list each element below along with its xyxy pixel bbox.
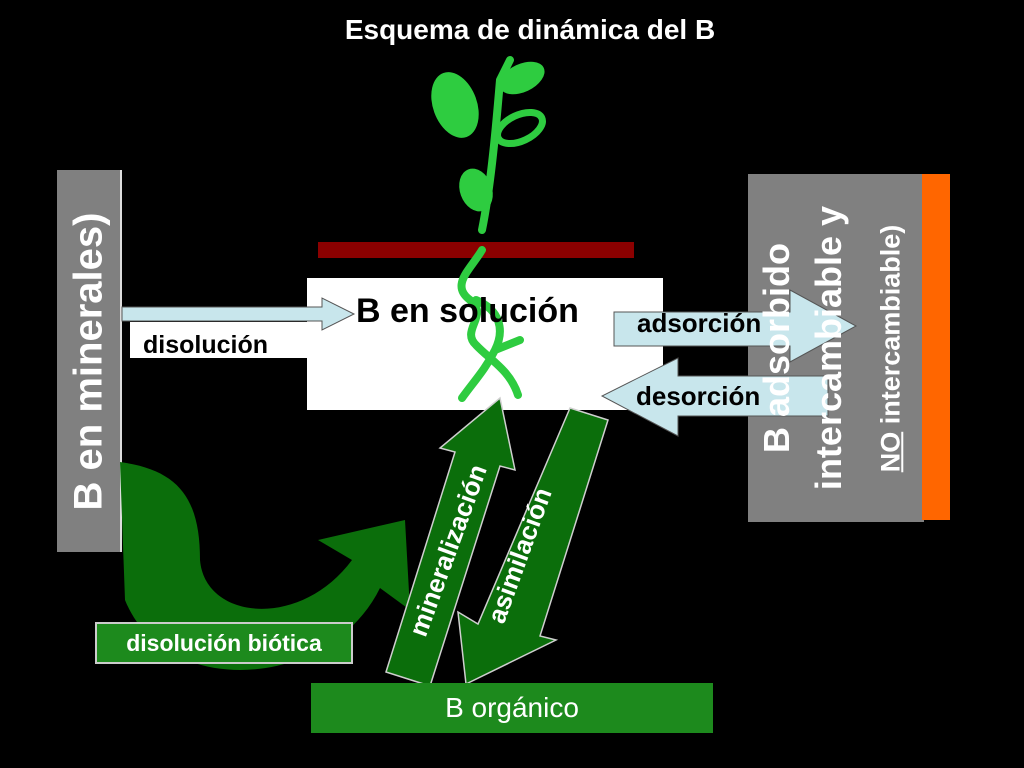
adsorbed-label-line3-rest: intercambiable) (875, 224, 906, 432)
assimilation-label: asimilación (481, 483, 558, 627)
biotic-dissolution-box (95, 622, 353, 664)
solution-label: B en solución (356, 292, 579, 330)
plant-leaf (494, 108, 546, 148)
assimilation-arrow (457, 407, 609, 686)
solution-box (307, 278, 663, 410)
dissolution-label: disolución (143, 331, 268, 359)
organic-label: B orgánico (445, 692, 579, 723)
adsorbed-label-line1: B adsorbido (756, 242, 798, 454)
minerals-box (57, 170, 122, 552)
desorption-arrow (600, 357, 829, 437)
mineralization-arrow (385, 396, 516, 687)
plant-stem (478, 56, 514, 234)
plant-leaf (499, 61, 545, 95)
biotic-dissolution-label: disolución biótica (126, 630, 322, 656)
adsorbed-label-line2-wrap: intercambiable y (800, 178, 858, 518)
desorption-label: desorción (636, 381, 761, 411)
disolucion-label-bg (130, 322, 308, 358)
plant-roots (457, 246, 524, 402)
plant-leaf (431, 72, 479, 138)
adsorption-arrow (613, 289, 858, 363)
orange-bar (922, 174, 950, 520)
adsorbed-label-line3-wrap: NO intercambiable) (862, 178, 920, 518)
dissolution-arrow (121, 297, 356, 331)
adsorbed-box (748, 174, 924, 522)
adsorbed-label-line2: intercambiable y (808, 205, 849, 491)
adsorbed-label-no: NO (875, 431, 906, 472)
assimilation-label-wrap: asimilación (470, 470, 570, 640)
adsorbed-label-line1-wrap: B adsorbido (748, 178, 806, 518)
organic-box (311, 683, 713, 733)
adsorbed-label-line3: NO intercambiable) (876, 224, 907, 472)
soil-surface-line (318, 242, 634, 258)
biotic-dissolution-arrow (120, 462, 410, 670)
diagram-title: Esquema de dinámica del B (344, 14, 716, 45)
adsorption-label: adsorción (637, 308, 762, 338)
plant-leaf (459, 168, 493, 212)
